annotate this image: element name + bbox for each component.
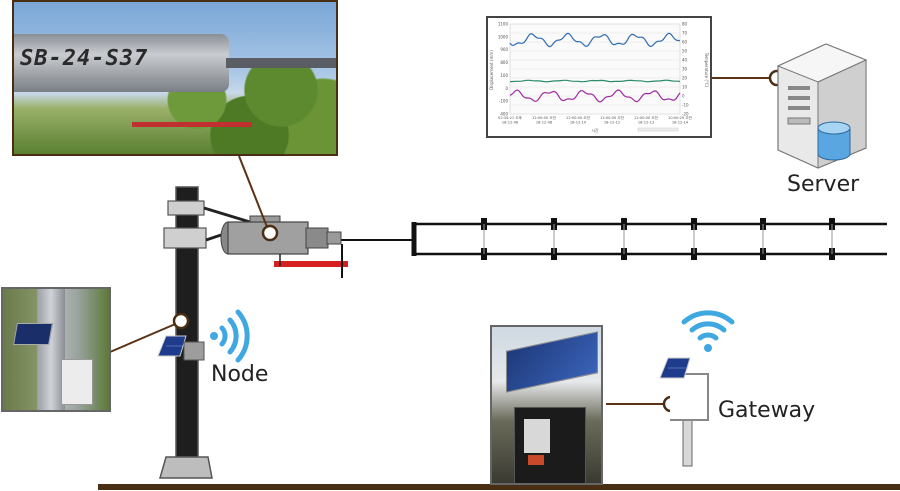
node-device [157, 335, 205, 361]
photo-sensor-closeup: SB-24-S37 [12, 0, 338, 156]
x-tick-label: 02:34:21 오후 [498, 115, 523, 120]
y-right-tick-label: 30 [682, 67, 688, 72]
gateway-label: Gateway [718, 398, 816, 423]
tension-sensor [220, 215, 348, 278]
series-mid-line [509, 79, 681, 83]
y-left-tick-label: 900 [500, 47, 508, 52]
y-right-tick-label: 10 [682, 85, 688, 90]
dropper [829, 218, 835, 260]
red-bar [132, 122, 252, 127]
y-left-tick-label: 100 [500, 73, 508, 78]
cabinet-label [528, 455, 544, 465]
ground-line [98, 484, 900, 490]
x-tick-label: 12:00:00 오전 [532, 115, 556, 120]
y-right-tick-label: 70 [682, 31, 688, 36]
x-tick-label: 18-12-13 [638, 121, 654, 125]
y-left-tick-label: 800 [500, 60, 508, 65]
y-left-tick-label: 0 [505, 86, 508, 91]
y-right-tick-label: 20 [682, 76, 688, 81]
x-tick-label: 18-12-12 [604, 121, 620, 125]
server-label: Server [787, 172, 860, 197]
dropper [481, 218, 487, 260]
wifi-icon [681, 310, 735, 352]
node-enclosure [61, 359, 93, 405]
x-axis-label: 시간 [591, 127, 599, 133]
y-right-tick-label: -10 [682, 103, 689, 108]
y-left-tick-label: 1000 [498, 34, 509, 39]
database-icon [817, 121, 851, 161]
x-tick-label: 12:00:00 오전 [634, 115, 658, 120]
x-tick-label: 10:00:29 오전 [668, 115, 692, 120]
solar-panel-icon [13, 323, 53, 345]
node-label: Node [211, 362, 269, 387]
y-right-tick-label: 60 [682, 40, 688, 45]
y-right-tick-label: 40 [682, 58, 688, 63]
x-tick-label: 12:00:00 오전 [600, 115, 624, 120]
photo-node-installation [1, 287, 111, 412]
y-right-tick-label: 50 [682, 49, 688, 54]
x-tick-label: 18-12-10 [570, 121, 587, 125]
dropper [551, 218, 557, 260]
sensor-cylinder [14, 34, 229, 92]
x-tick-label: 12:00:00 오전 [566, 115, 590, 120]
y-left-tick-label: 400 [500, 112, 508, 117]
y-left-axis-label: Displacement (mm) [489, 50, 494, 90]
dropper [621, 218, 627, 260]
wifi-icon [210, 309, 250, 363]
solar-panel-icon [506, 331, 598, 393]
pole-marking: SB-24-S37 [20, 46, 149, 71]
sensor-rod [226, 58, 336, 68]
photo-gateway-installation [490, 325, 603, 485]
dropper [760, 218, 766, 260]
leader-lines [109, 77, 776, 405]
pole-photo [37, 289, 65, 410]
y-left-tick-label: 1100 [498, 22, 509, 27]
y-right-tick-label: -20 [682, 112, 689, 117]
series-bottom-line [509, 89, 681, 103]
x-tick-label: 18-12-14 [672, 121, 689, 125]
series-top-line [509, 32, 681, 48]
y-right-tick-label: 80 [682, 22, 688, 27]
x-tick-label: 18-12-08 [536, 121, 553, 125]
red-rod [274, 261, 348, 267]
y-left-tick-label: -100 [499, 99, 509, 104]
overhead-wire [340, 218, 887, 260]
dropper [691, 218, 697, 260]
cabinet-panel [524, 419, 550, 453]
y-right-tick-label: 0 [682, 94, 685, 99]
x-tick-label: 18-12-08 [502, 121, 519, 125]
y-right-axis-label: Temperature (°C) [704, 52, 709, 88]
gateway-device [659, 357, 709, 467]
